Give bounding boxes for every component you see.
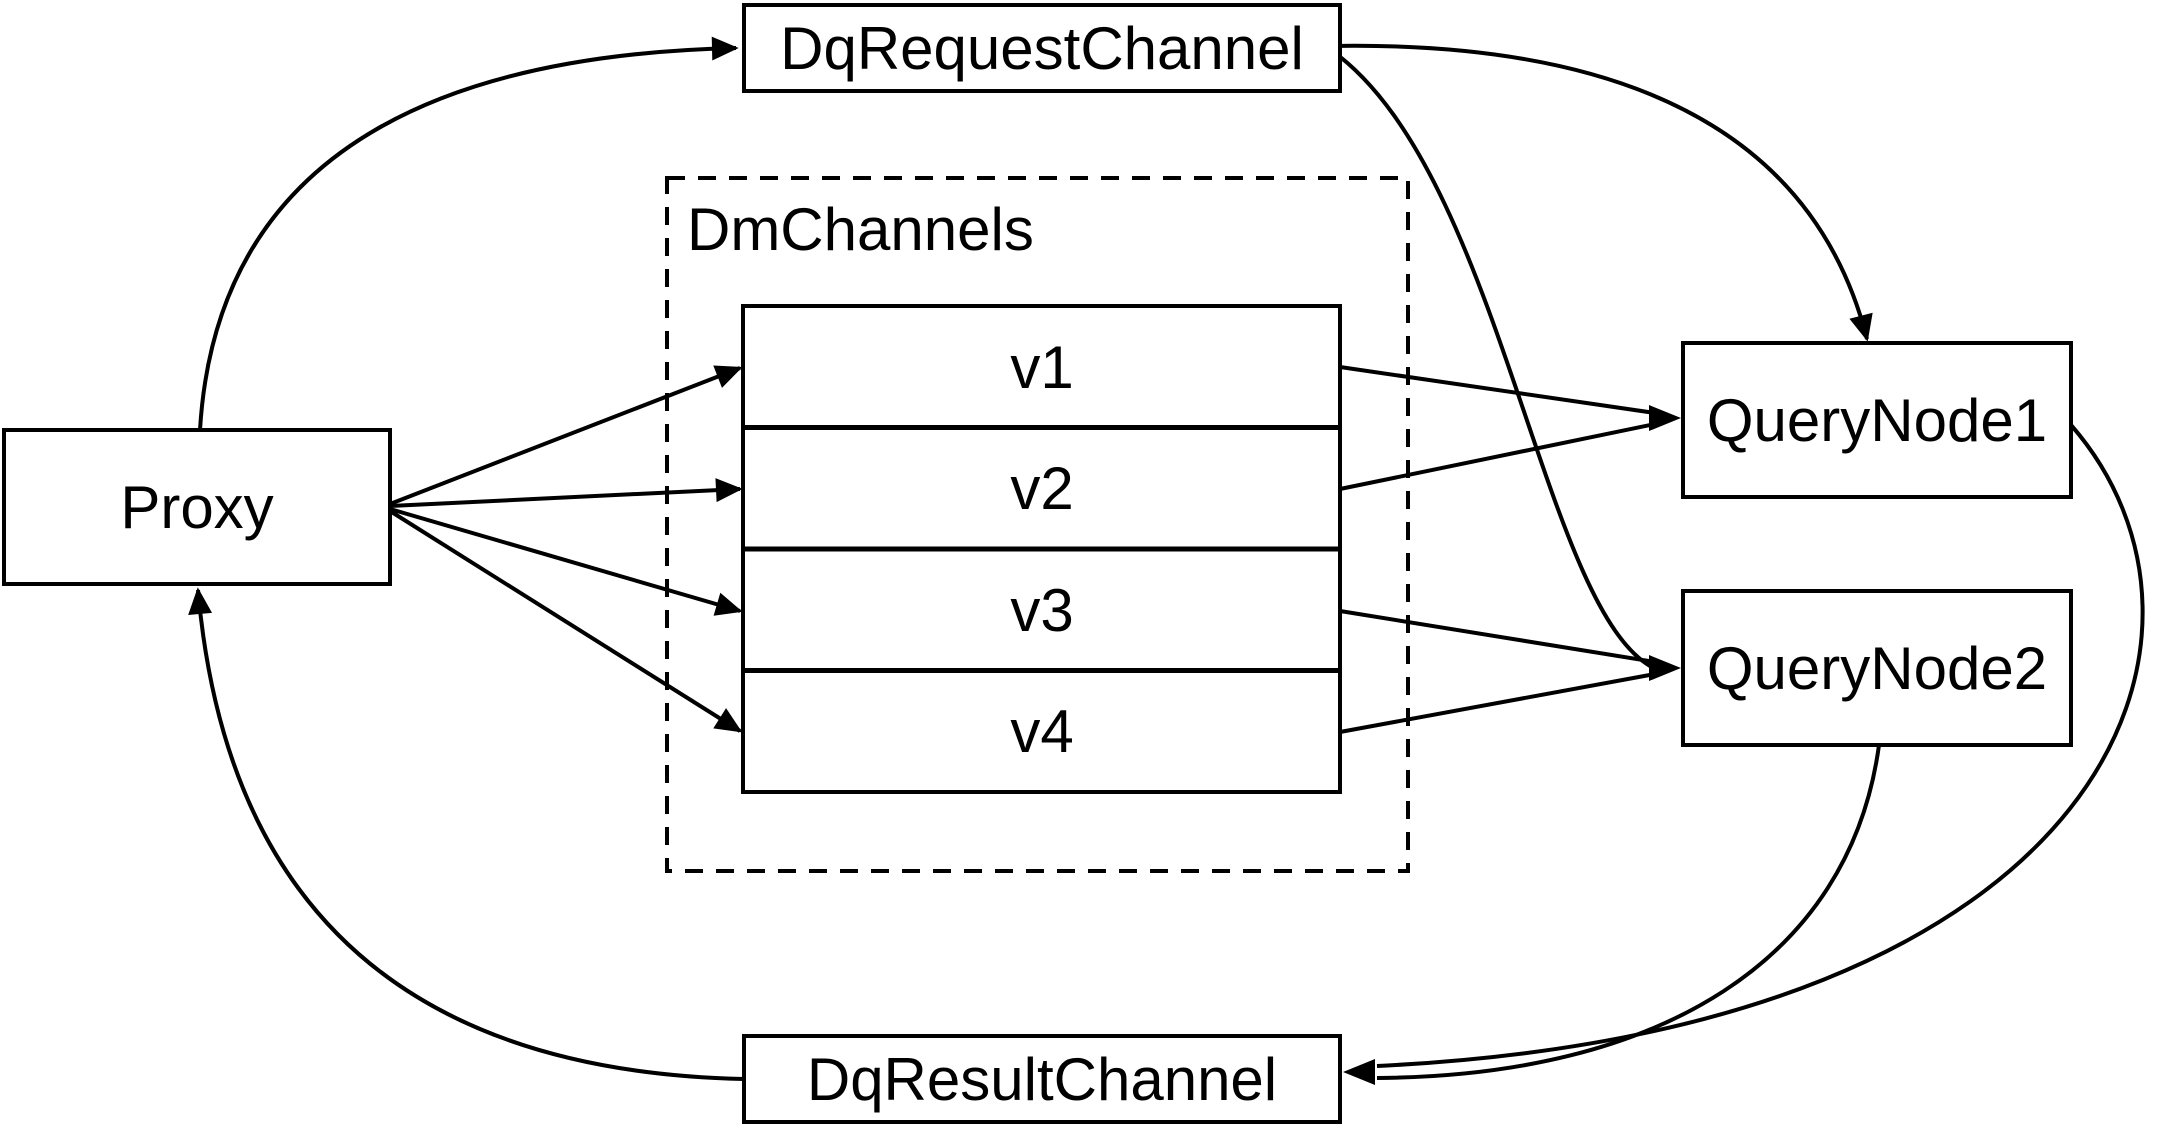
edge-v1-to-querynode1 [1339, 365, 1656, 415]
dmchannels-group-box [665, 176, 1410, 873]
querynode1-node: QueryNode1 [1681, 341, 2073, 499]
edge-dqrequestchannel-to-querynode1 [1330, 43, 1873, 342]
edge-proxy-to-dqrequestchannel [198, 36, 739, 431]
edge-proxy-to-v4 [388, 509, 743, 733]
dqrequestchannel-box [742, 3, 1342, 93]
arrowhead-into-querynode1 [1649, 405, 1681, 431]
dqresultchannel-node: DqResultChannel [742, 1034, 1342, 1124]
querynode1-box [1681, 341, 2073, 499]
edge-proxy-to-v2 [389, 478, 743, 508]
edge-proxy-to-v3 [389, 507, 743, 616]
arrowhead-into-dqresultchannel [1343, 1059, 1375, 1085]
querynode2-node: QueryNode2 [1681, 589, 2073, 747]
proxy-node: Proxy [2, 428, 392, 586]
edge-proxy-to-v1 [389, 365, 743, 506]
edge-v2-to-querynode1 [1339, 422, 1656, 491]
dmchannels-group: DmChannels v1 v2 v3 v4 [665, 176, 1410, 873]
edge-dqrequestchannel-to-querynode2 [1329, 48, 1652, 668]
querynode1-label: QueryNode1 [1707, 387, 2047, 454]
dqresultchannel-box [742, 1034, 1342, 1124]
edge-querynode1-to-dqresultchannel [1376, 423, 2145, 1068]
edge-dqresultchannel-to-proxy [188, 587, 745, 1081]
querynode2-box [1681, 589, 2073, 747]
edge-v4-to-querynode2 [1339, 672, 1656, 734]
dqresultchannel-label: DqResultChannel [807, 1046, 1277, 1113]
dmchannels-group-label: DmChannels [687, 196, 1034, 263]
arrowhead-into-querynode2 [1649, 655, 1681, 681]
channel-row-v4-label: v4 [1010, 698, 1073, 765]
channel-row-v1-label: v1 [1010, 334, 1073, 401]
dqrequestchannel-node: DqRequestChannel [742, 3, 1342, 93]
querynode2-label: QueryNode2 [1707, 635, 2047, 702]
edges [188, 36, 2145, 1085]
channel-row-v2-label: v2 [1010, 455, 1073, 522]
edge-v3-to-querynode2 [1339, 609, 1656, 664]
proxy-box [2, 428, 392, 586]
dqrequestchannel-label: DqRequestChannel [780, 15, 1304, 82]
channel-row-v3-label: v3 [1010, 577, 1073, 644]
proxy-label: Proxy [120, 474, 273, 541]
edge-querynode2-to-dqresultchannel [1376, 744, 1881, 1080]
